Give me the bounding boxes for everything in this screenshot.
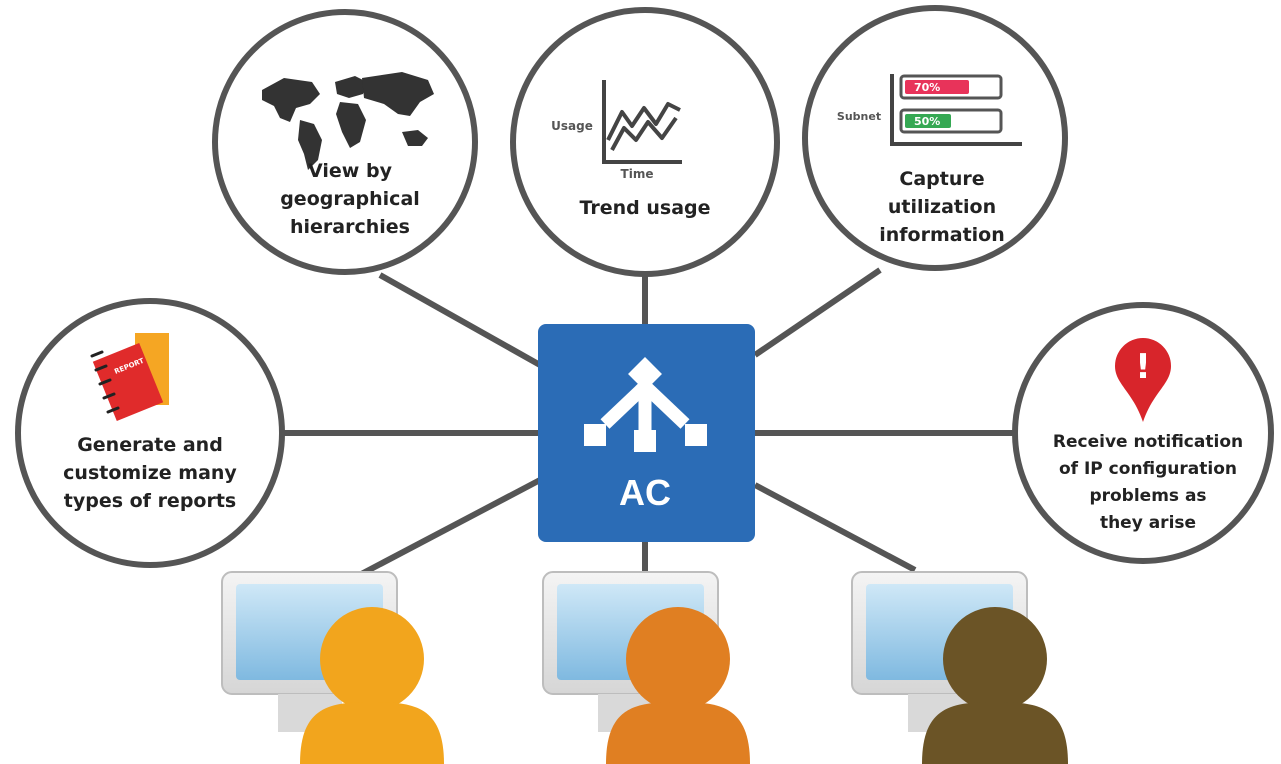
report-notebook-icon: REPORT xyxy=(90,333,169,422)
trend-feature-node: Usage Time Trend usage xyxy=(510,7,780,277)
reports-feature-node: REPORT Generate and customize many types… xyxy=(15,298,285,568)
reports-line-1: Generate and xyxy=(77,434,223,456)
geo-line-2: geographical xyxy=(280,188,420,210)
notification-line-2: of IP configuration xyxy=(1059,459,1237,479)
hub-label: AC xyxy=(619,472,671,513)
geo-line-3: hierarchies xyxy=(290,216,410,238)
bar-gauge-icon: 70% 50% xyxy=(890,74,1022,146)
utilization-bar-50 xyxy=(905,114,951,128)
trend-title: Trend usage xyxy=(579,197,710,219)
alert-glyph: ! xyxy=(1135,347,1151,387)
user-workstation-right xyxy=(851,571,1068,764)
connector-utilization xyxy=(753,267,882,358)
utilization-feature-node: 70% 50% Subnet Capture utilization infor… xyxy=(802,5,1068,271)
utilization-line-3: information xyxy=(879,224,1005,246)
reports-line-3: types of reports xyxy=(64,490,236,512)
trend-x-label: Time xyxy=(621,167,654,181)
notification-line-4: they arise xyxy=(1100,513,1196,533)
connector-user-left xyxy=(348,477,542,583)
user-avatar-icon xyxy=(922,607,1068,764)
utilization-line-1: Capture xyxy=(899,168,984,190)
connector-lines xyxy=(282,267,1020,583)
user-workstation-left xyxy=(221,571,444,764)
reports-line-2: customize many xyxy=(63,462,237,484)
connector-geo xyxy=(378,272,542,368)
user-avatar-icon xyxy=(606,607,750,764)
connector-user-right xyxy=(753,482,917,573)
user-workstation-center xyxy=(542,571,750,764)
subnet-label: Subnet xyxy=(837,110,881,123)
utilization-bar-70-label: 70% xyxy=(914,81,940,94)
notification-line-3: problems as xyxy=(1089,486,1206,506)
notification-line-1: Receive notification xyxy=(1053,432,1243,452)
hierarchy-icon xyxy=(584,357,707,452)
world-map-icon xyxy=(262,72,434,170)
utilization-line-2: utilization xyxy=(888,196,996,218)
user-avatar-icon xyxy=(300,607,444,764)
alert-pin-icon: ! xyxy=(1115,338,1171,422)
geo-feature-node: View by geographical hierarchies xyxy=(212,9,478,275)
utilization-bar-70 xyxy=(905,80,969,94)
trend-y-label: Usage xyxy=(551,119,593,133)
utilization-bar-50-label: 50% xyxy=(914,115,940,128)
notification-feature-node: ! Receive notification of IP configurati… xyxy=(1012,302,1274,564)
ac-hub: AC xyxy=(538,324,755,542)
geo-line-1: View by xyxy=(308,160,393,182)
line-chart-icon xyxy=(602,80,682,164)
